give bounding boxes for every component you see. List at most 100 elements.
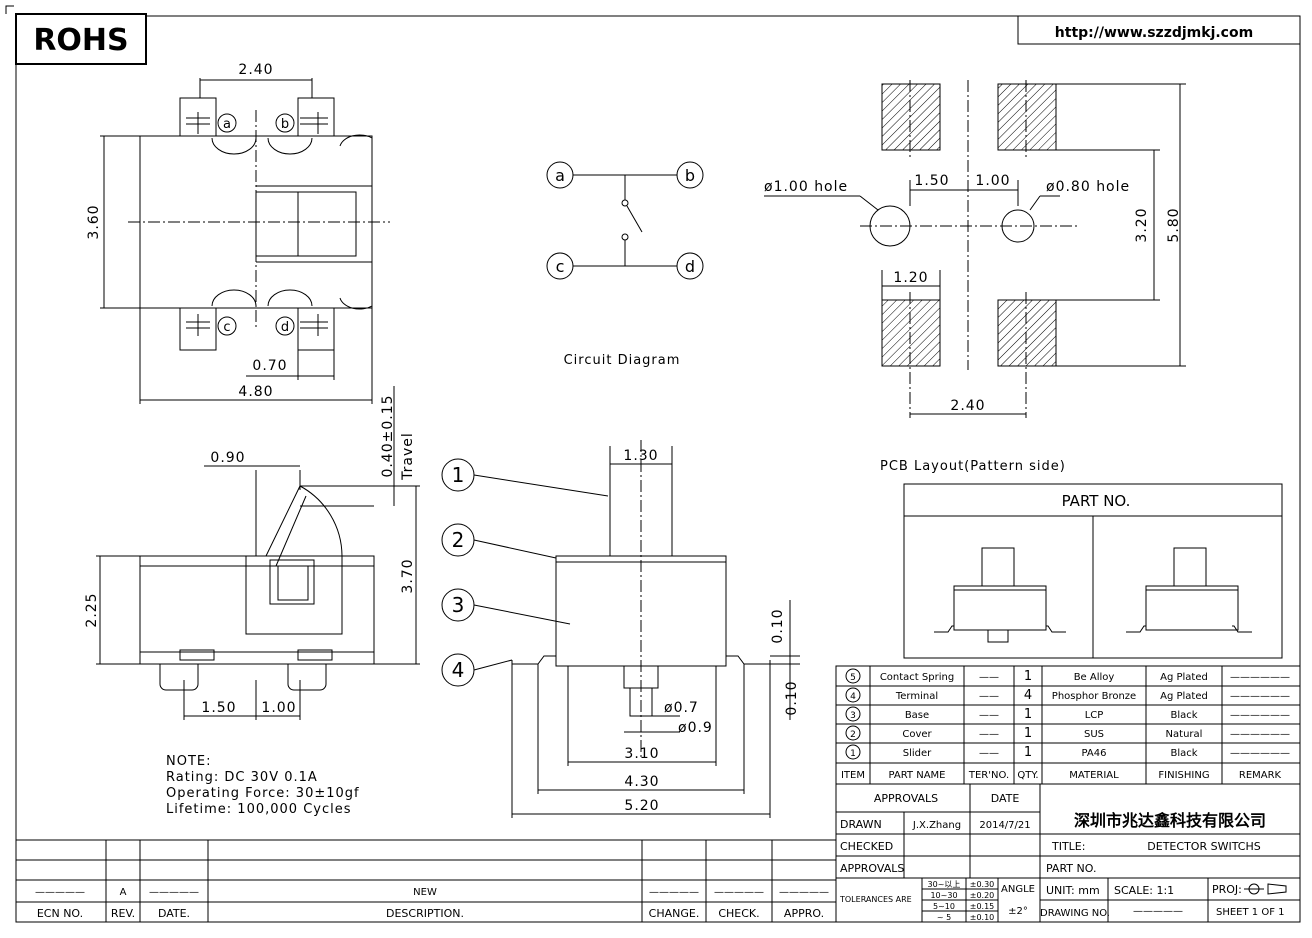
- bom-cell-qty: 1: [1024, 669, 1032, 684]
- bom-cell-finishing: Ag Plated: [1160, 672, 1208, 683]
- svg-text:—————: —————: [649, 887, 699, 898]
- svg-text:5~10: 5~10: [933, 902, 955, 911]
- part-no-box-title: PART NO.: [1062, 492, 1131, 510]
- bom-cell-item: 4: [850, 692, 856, 702]
- svg-text:0.10: 0.10: [784, 680, 800, 715]
- svg-text:d: d: [685, 257, 695, 276]
- svg-text:0.10: 0.10: [770, 608, 786, 643]
- svg-text:1.30: 1.30: [623, 448, 658, 464]
- front-view-labels: 1 2 3 4 1.30 0.10 0.10 ø0.7 ø0.9 3.10 4.…: [452, 448, 800, 814]
- svg-text:A: A: [120, 887, 127, 898]
- svg-text:ROHS: ROHS: [33, 23, 128, 58]
- svg-text:1.20: 1.20: [893, 270, 928, 286]
- bom-cell-finishing: Ag Plated: [1160, 691, 1208, 702]
- side-view: [96, 386, 420, 720]
- company-name: 深圳市兆达鑫科技有限公司: [1074, 811, 1266, 830]
- bom-cell-remark: ——————: [1230, 691, 1290, 702]
- svg-text:APPROVALS: APPROVALS: [840, 862, 904, 875]
- svg-text:—————: —————: [714, 887, 764, 898]
- svg-text:—————: —————: [35, 887, 85, 898]
- balloon-1: 1: [452, 463, 465, 487]
- svg-text:5.80: 5.80: [1166, 207, 1182, 242]
- svg-text:UNIT: mm: UNIT: mm: [1046, 884, 1100, 897]
- svg-text:REV.: REV.: [111, 907, 135, 920]
- balloon-4: 4: [452, 658, 465, 682]
- pin-c-label: c: [223, 320, 230, 335]
- svg-text:SHEET 1 OF 1: SHEET 1 OF 1: [1216, 907, 1285, 918]
- svg-text:CHECKED: CHECKED: [840, 840, 893, 853]
- svg-text:SCALE: 1:1: SCALE: 1:1: [1114, 884, 1174, 897]
- svg-text:ANGLE: ANGLE: [1001, 884, 1035, 895]
- svg-text:10~30: 10~30: [930, 891, 957, 900]
- svg-text:2.25: 2.25: [84, 592, 100, 627]
- svg-text:TER'NO.: TER'NO.: [968, 770, 1009, 781]
- svg-text:TITLE:: TITLE:: [1051, 840, 1085, 853]
- revision-table: [16, 839, 836, 922]
- bom-cell-item: 5: [850, 673, 856, 683]
- svg-text:±2°: ±2°: [1008, 906, 1028, 917]
- bom-cell-name: Base: [905, 710, 929, 721]
- dim-4-80: 4.80: [238, 384, 273, 400]
- balloon-3: 3: [452, 593, 465, 617]
- bom-cell-ter: ——: [979, 729, 999, 740]
- pcb-labels: ø1.00 hole ø0.80 hole 1.50 1.00 3.20 5.8…: [764, 173, 1182, 474]
- website-url[interactable]: http://www.szzdjmkj.com: [1055, 25, 1253, 41]
- balloon-2: 2: [452, 528, 465, 552]
- circuit-labels: a b c d Circuit Diagram: [555, 166, 695, 368]
- svg-text:0.90: 0.90: [210, 450, 245, 466]
- svg-text:ø0.9: ø0.9: [678, 720, 713, 736]
- svg-text:—————: —————: [1133, 906, 1183, 917]
- pin-b-label: b: [281, 117, 289, 132]
- bom-cell-item: 3: [850, 711, 856, 721]
- bom-cell-name: Terminal: [895, 691, 938, 702]
- svg-text:4.30: 4.30: [624, 774, 659, 790]
- bom-cell-remark: ——————: [1230, 672, 1290, 683]
- svg-text:1.00: 1.00: [261, 700, 296, 716]
- svg-text:ø0.7: ø0.7: [664, 700, 699, 716]
- svg-text:DATE.: DATE.: [158, 907, 190, 920]
- svg-text:APPROVALS: APPROVALS: [874, 792, 938, 805]
- svg-text:NEW: NEW: [413, 887, 437, 898]
- bom-cell-ter: ——: [979, 672, 999, 683]
- svg-text:FINISHING: FINISHING: [1158, 770, 1209, 781]
- bom-cell-remark: ——————: [1230, 710, 1290, 721]
- svg-text:DESCRIPTION.: DESCRIPTION.: [386, 907, 464, 920]
- bom-cell-material: LCP: [1085, 710, 1104, 721]
- top-view-labels: 2.40 3.60 0.70 4.80 a b c d: [86, 62, 289, 400]
- svg-text:PART NAME: PART NAME: [888, 770, 945, 781]
- svg-text:PART NO.: PART NO.: [1046, 862, 1096, 875]
- pin-d-label: d: [281, 320, 289, 335]
- svg-text:PROJ:: PROJ:: [1212, 883, 1242, 896]
- svg-text:TOLERANCES ARE: TOLERANCES ARE: [839, 895, 912, 904]
- svg-text:b: b: [685, 166, 695, 185]
- circuit-caption: Circuit Diagram: [564, 353, 681, 368]
- svg-text:1.00: 1.00: [975, 173, 1010, 189]
- svg-text:±0.30: ±0.30: [970, 880, 995, 889]
- bom-cell-qty: 1: [1024, 726, 1032, 741]
- bom-cell-remark: ——————: [1230, 729, 1290, 740]
- svg-text:Rating: DC 30V 0.1A: Rating: DC 30V 0.1A: [166, 770, 318, 785]
- bom-cell-ter: ——: [979, 691, 999, 702]
- svg-text:ITEM: ITEM: [841, 770, 865, 781]
- bom-cell-finishing: Black: [1170, 748, 1197, 759]
- svg-text:1.50: 1.50: [201, 700, 236, 716]
- website-url-box: http://www.szzdjmkj.com: [1017, 15, 1301, 45]
- svg-text:1.50: 1.50: [914, 173, 949, 189]
- bom-cell-name: Cover: [902, 729, 932, 740]
- bom-cell-finishing: Natural: [1166, 729, 1203, 740]
- bom-cell-material: Be Alloy: [1074, 672, 1115, 683]
- dim-3-60: 3.60: [86, 204, 102, 239]
- svg-text:J.X.Zhang: J.X.Zhang: [912, 820, 961, 831]
- rohs-logo: ROHS: [15, 13, 147, 65]
- svg-text:NOTE:: NOTE:: [166, 754, 212, 769]
- hole-1-00-label: ø1.00 hole: [764, 179, 848, 195]
- bom-cell-qty: 1: [1024, 745, 1032, 760]
- bom-cell-qty: 1: [1024, 707, 1032, 722]
- pin-a-label: a: [223, 117, 231, 132]
- bom-cell-finishing: Black: [1170, 710, 1197, 721]
- svg-text:APPRO.: APPRO.: [784, 907, 824, 920]
- svg-text:±0.15: ±0.15: [970, 902, 995, 911]
- svg-text:—————: —————: [779, 887, 829, 898]
- bom-cell-name: Contact Spring: [880, 672, 954, 683]
